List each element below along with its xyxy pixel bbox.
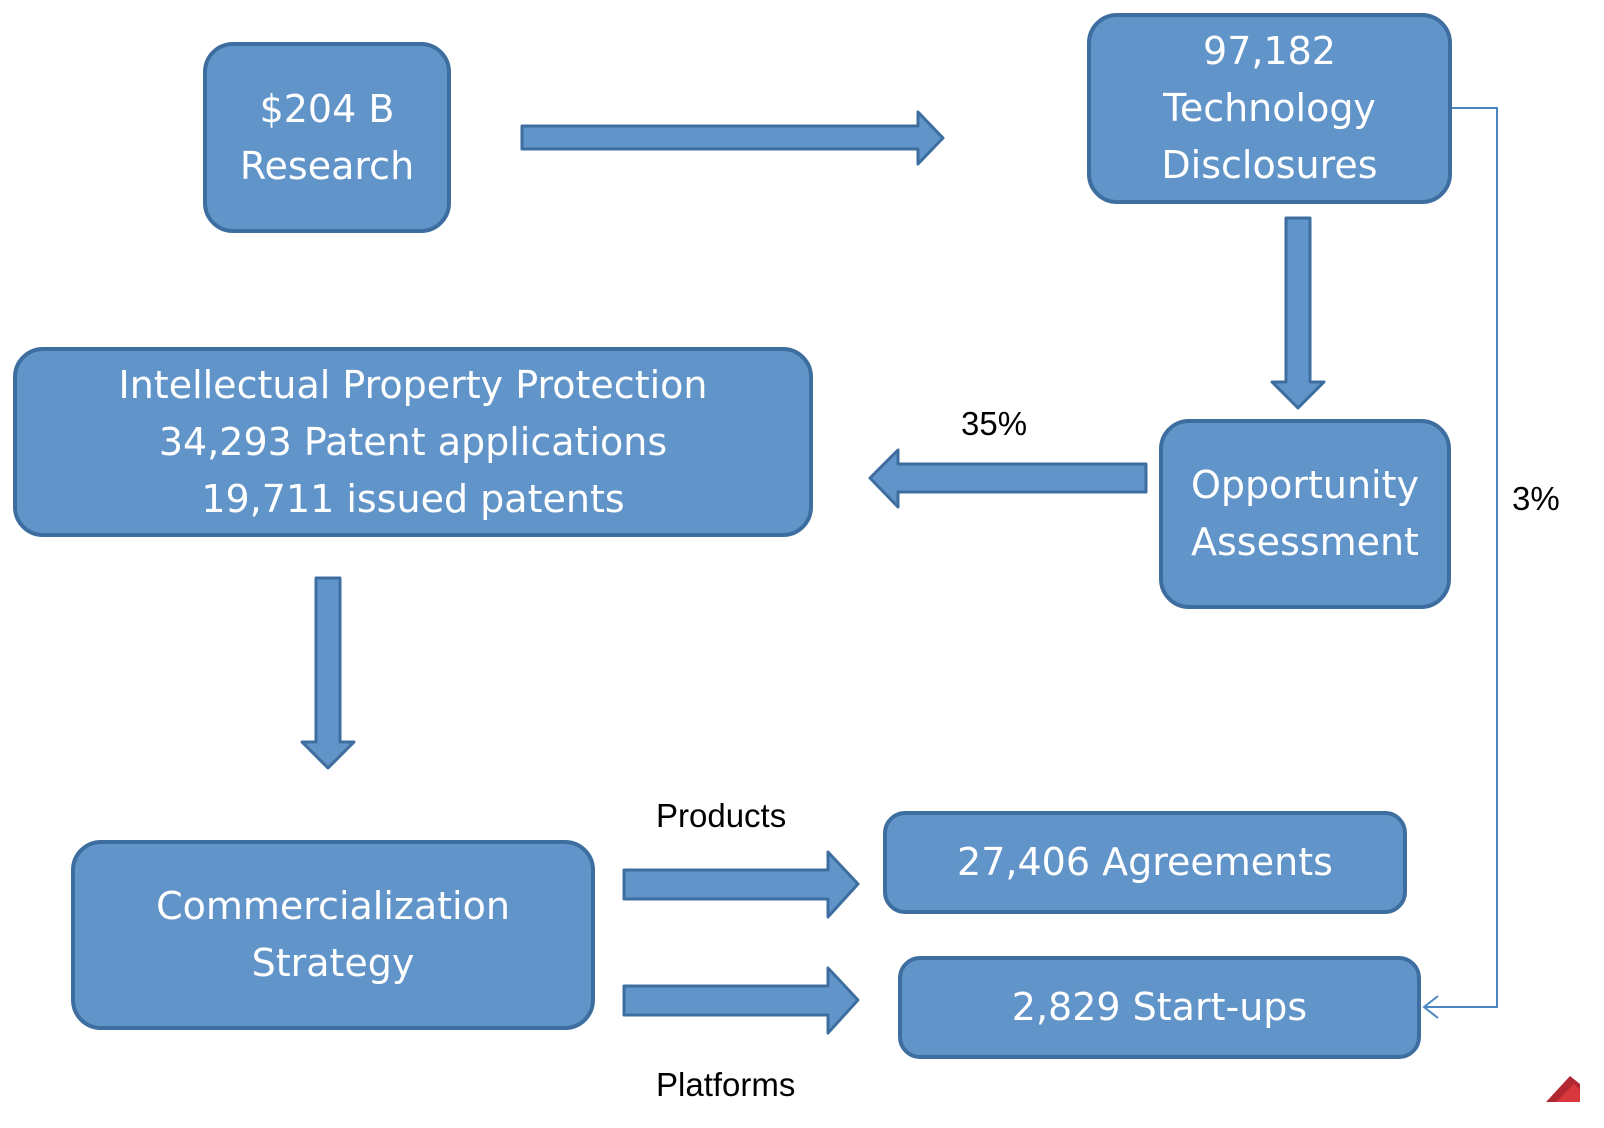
strategy-label-1: Commercialization [156,884,510,928]
ip-applications: 34,293 Patent applications [158,419,668,464]
arrow-ip-to-strategy [300,576,356,770]
strategy-label-2: Strategy [251,941,415,985]
disclosures-label-1: Technology [1163,86,1376,130]
research-label: Research [239,143,415,188]
commercialization-strategy-box: Commercialization Strategy [71,840,595,1030]
technology-disclosures-box: 97,182 Technology Disclosures [1087,13,1452,204]
ip-protection-box: Intellectual Property Protection 34,293 … [13,347,813,537]
opportunity-assessment-box: Opportunity Assessment [1159,419,1451,609]
assessment-label-2: Assessment [1191,520,1419,564]
agreements-box: 27,406 Agreements [883,811,1407,914]
ip-title: Intellectual Property Protection [118,362,708,407]
research-box: $204 B Research [203,42,451,233]
disclosures-label-2: Disclosures [1161,143,1378,187]
arrow-strategy-to-startups [622,966,860,1035]
arrow-disclosures-to-assessment [1270,216,1326,410]
agreements-label: 27,406 Agreements [957,840,1333,884]
startups-label: 2,829 Start-ups [1011,985,1308,1029]
connector-arrowhead [1422,995,1439,1019]
arrow-research-to-disclosures [520,110,945,166]
research-amount: $204 B [259,86,395,131]
products-label: Products [656,797,787,834]
disclosures-count: 97,182 [1203,29,1336,73]
startups-box: 2,829 Start-ups [898,956,1421,1059]
assessment-label-1: Opportunity [1190,463,1420,507]
platforms-label: Platforms [656,1066,796,1103]
logo-mark [1546,1076,1580,1102]
arrow-strategy-to-agreements [622,850,860,919]
startup-percentage-label: 3% [1512,480,1560,517]
ip-issued: 19,711 issued patents [201,476,625,521]
connector-disclosures-to-startups [1424,107,1498,1008]
arrow-assessment-to-ip [868,448,1148,509]
ip-percentage-label: 35% [961,405,1028,442]
